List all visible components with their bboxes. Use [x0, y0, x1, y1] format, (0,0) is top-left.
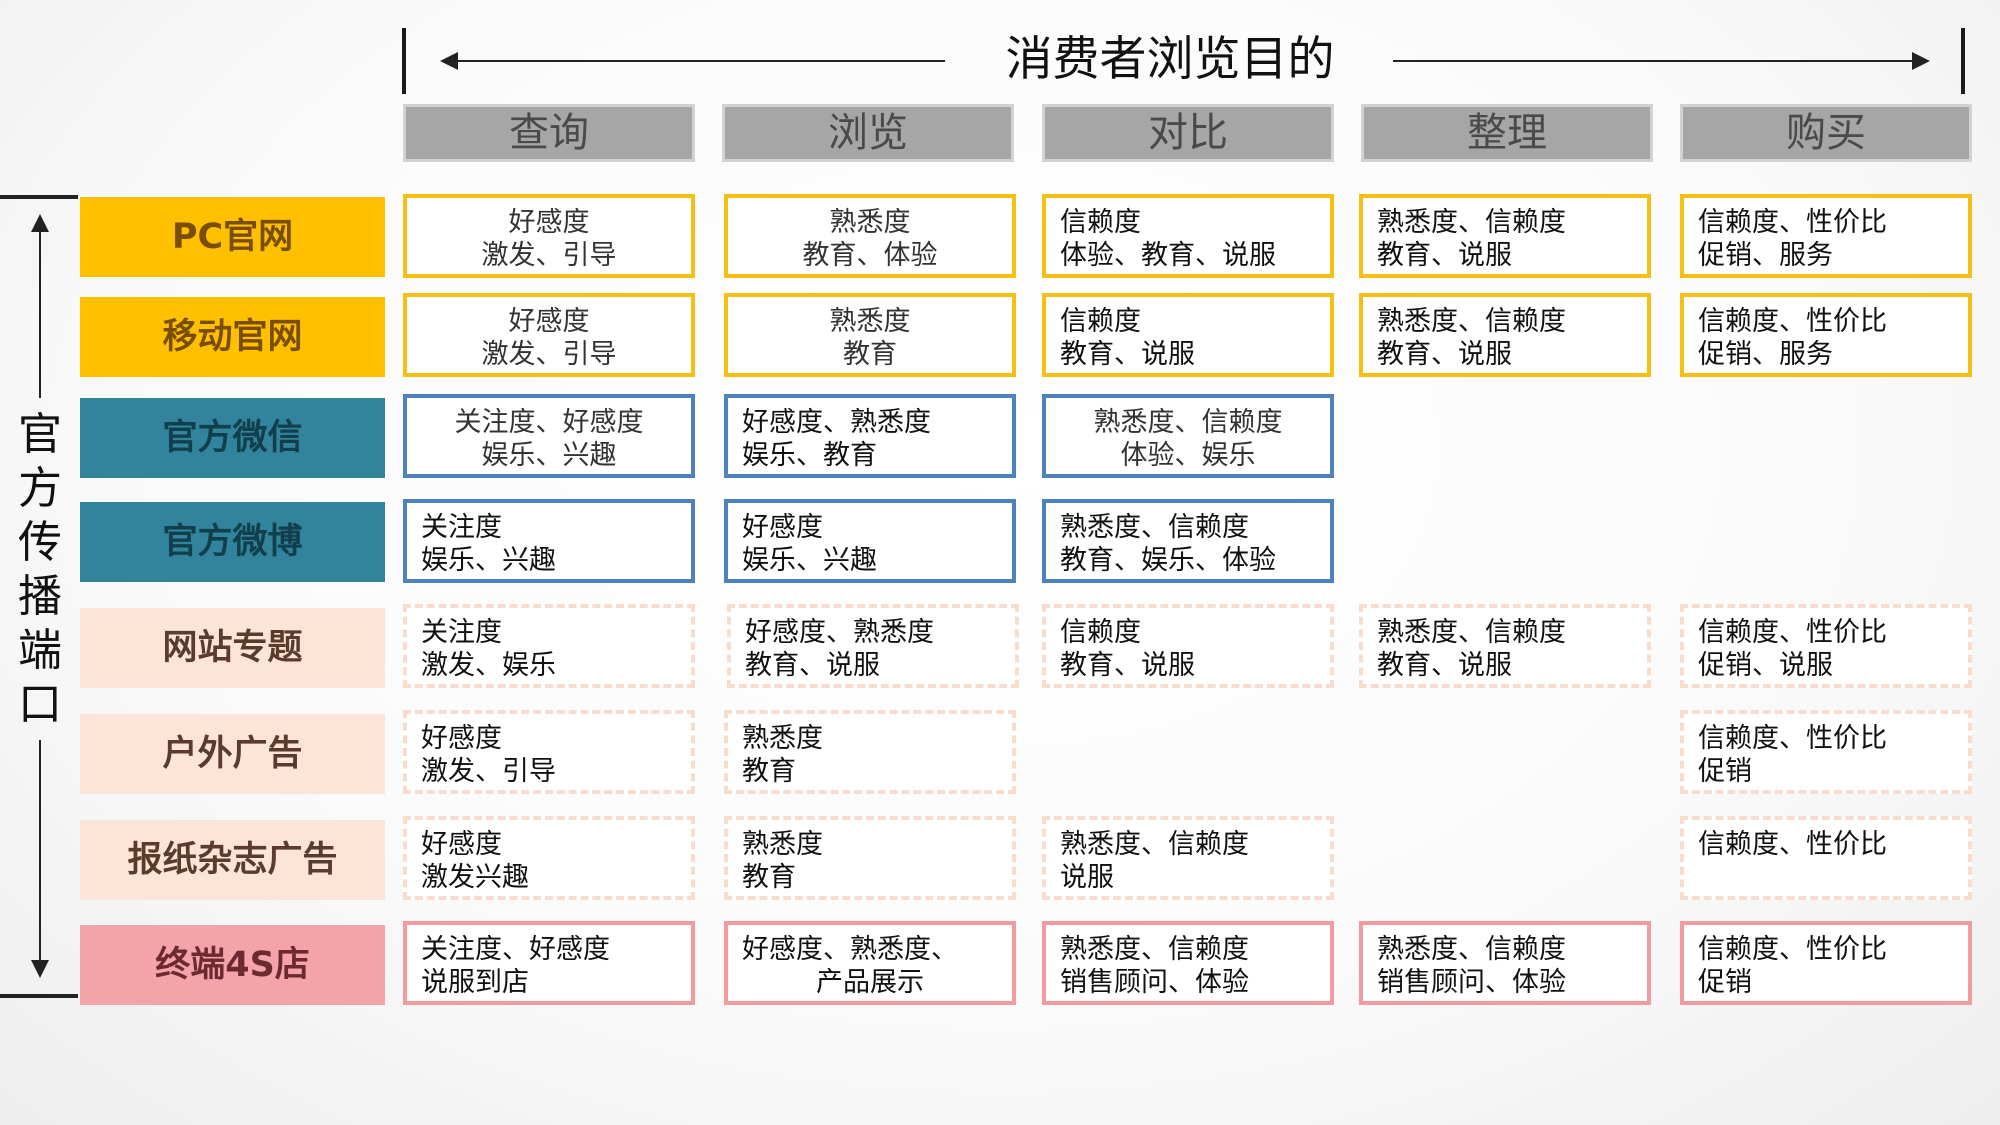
arrow-left-icon	[440, 52, 458, 70]
cell-wechat-query: 关注度、好感度娱乐、兴趣	[403, 394, 695, 478]
cell-mobile-organize: 熟悉度、信赖度教育、说服	[1359, 293, 1651, 377]
row-label-4s-store: 终端4S店	[80, 925, 385, 1005]
cell-print-compare: 熟悉度、信赖度说服	[1042, 816, 1334, 900]
cell-webtopic-query: 关注度激发、娱乐	[403, 604, 695, 688]
cell-webtopic-compare: 信赖度教育、说服	[1042, 604, 1334, 688]
row-label-mobile-site: 移动官网	[80, 297, 385, 377]
side-axis-label: 官 方 传 播 端 口	[18, 409, 62, 730]
cell-mobile-query: 好感度激发、引导	[403, 293, 695, 377]
row-label-web-topic: 网站专题	[80, 608, 385, 688]
cell-pc-organize: 熟悉度、信赖度教育、说服	[1359, 194, 1651, 278]
cell-webtopic-purchase: 信赖度、性价比促销、说服	[1680, 604, 1972, 688]
cell-print-query: 好感度激发兴趣	[403, 816, 695, 900]
column-header-organize: 整理	[1361, 104, 1653, 162]
arrow-down-icon	[31, 960, 49, 978]
row-label-outdoor-ads: 户外广告	[80, 714, 385, 794]
side-bracket-top	[0, 195, 78, 199]
header-bracket-left	[402, 28, 406, 94]
cell-webtopic-organize: 熟悉度、信赖度教育、说服	[1359, 604, 1651, 688]
header-title: 消费者浏览目的	[1005, 32, 1335, 87]
cell-pc-purchase: 信赖度、性价比促销、服务	[1680, 194, 1972, 278]
arrow-right-icon	[1912, 52, 1930, 70]
cell-mobile-browse: 熟悉度教育	[724, 293, 1016, 377]
cell-4s-purchase: 信赖度、性价比促销	[1680, 921, 1972, 1005]
column-header-query: 查询	[403, 104, 695, 162]
cell-weibo-query: 关注度娱乐、兴趣	[403, 499, 695, 583]
cell-mobile-purchase: 信赖度、性价比促销、服务	[1680, 293, 1972, 377]
cell-pc-compare: 信赖度体验、教育、说服	[1042, 194, 1334, 278]
cell-print-browse: 熟悉度教育	[724, 816, 1016, 900]
cell-mobile-compare: 信赖度教育、说服	[1042, 293, 1334, 377]
side-bracket-bottom	[0, 994, 78, 998]
arrow-up-icon	[31, 214, 49, 232]
cell-wechat-browse: 好感度、熟悉度娱乐、教育	[724, 394, 1016, 478]
side-arrow-line-bottom	[39, 740, 41, 962]
row-label-pc-site: PC官网	[80, 197, 385, 277]
cell-print-purchase: 信赖度、性价比	[1680, 816, 1972, 900]
header-arrow-line-right	[1393, 60, 1920, 62]
cell-4s-compare: 熟悉度、信赖度销售顾问、体验	[1042, 921, 1334, 1005]
cell-4s-organize: 熟悉度、信赖度销售顾问、体验	[1359, 921, 1651, 1005]
cell-outdoor-purchase: 信赖度、性价比促销	[1680, 710, 1972, 794]
row-label-weibo: 官方微博	[80, 502, 385, 582]
cell-pc-browse: 熟悉度教育、体验	[724, 194, 1016, 278]
header-arrow-line-left	[452, 60, 945, 62]
column-header-browse: 浏览	[722, 104, 1014, 162]
column-header-compare: 对比	[1042, 104, 1334, 162]
cell-wechat-compare: 熟悉度、信赖度体验、娱乐	[1042, 394, 1334, 478]
column-header-purchase: 购买	[1680, 104, 1972, 162]
cell-weibo-compare: 熟悉度、信赖度教育、娱乐、体验	[1042, 499, 1334, 583]
row-label-print-ads: 报纸杂志广告	[80, 820, 385, 900]
row-label-wechat: 官方微信	[80, 398, 385, 478]
side-arrow-line-top	[39, 230, 41, 398]
header-bracket-right	[1961, 28, 1965, 94]
cell-4s-query: 关注度、好感度说服到店	[403, 921, 695, 1005]
cell-weibo-browse: 好感度娱乐、兴趣	[724, 499, 1016, 583]
cell-4s-browse: 好感度、熟悉度、产品展示	[724, 921, 1016, 1005]
cell-pc-query: 好感度激发、引导	[403, 194, 695, 278]
cell-outdoor-browse: 熟悉度教育	[724, 710, 1016, 794]
cell-webtopic-browse: 好感度、熟悉度教育、说服	[727, 604, 1019, 688]
cell-outdoor-query: 好感度激发、引导	[403, 710, 695, 794]
